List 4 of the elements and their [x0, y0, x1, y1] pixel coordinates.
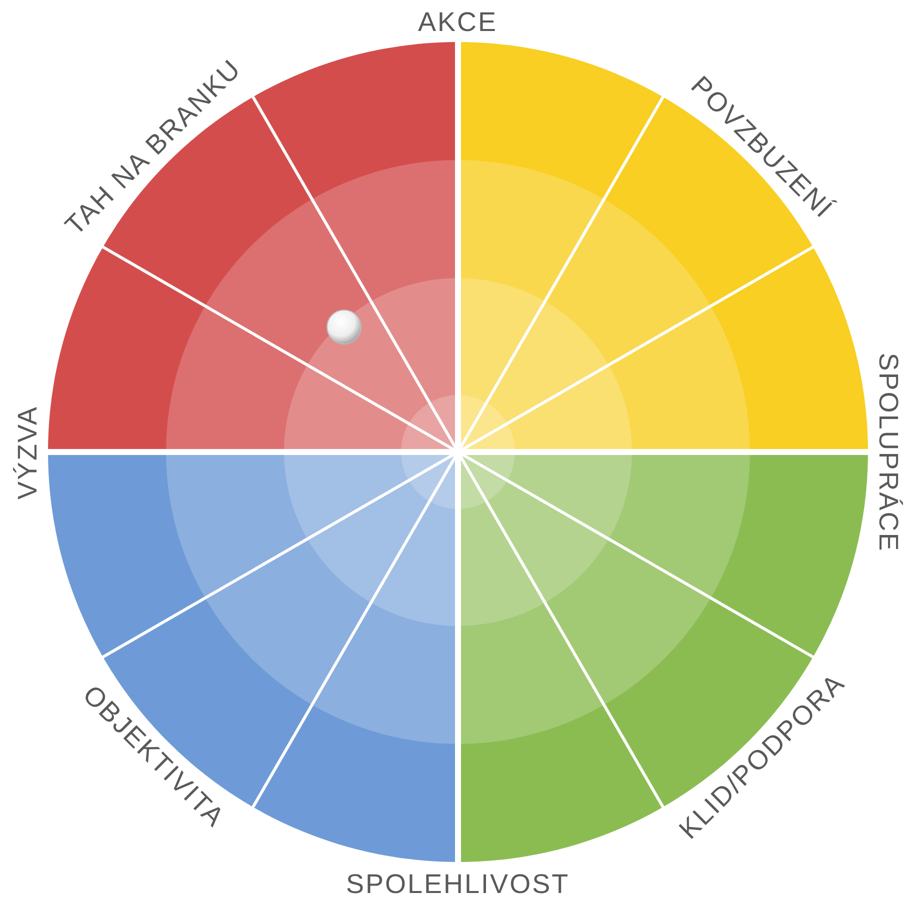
segment-label: AKCE: [418, 6, 498, 38]
segment-label: SPOLUPRÁCE: [872, 352, 904, 552]
segment-label: VÝZVA: [12, 404, 44, 500]
segment-label: SPOLEHLIVOST: [346, 868, 570, 900]
